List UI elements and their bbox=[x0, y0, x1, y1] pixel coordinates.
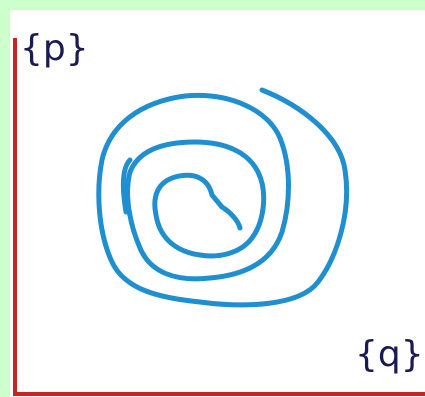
y-axis-label: {p} bbox=[20, 28, 89, 69]
x-axis-label: {q} bbox=[355, 334, 424, 375]
spiral-curve bbox=[99, 90, 347, 305]
